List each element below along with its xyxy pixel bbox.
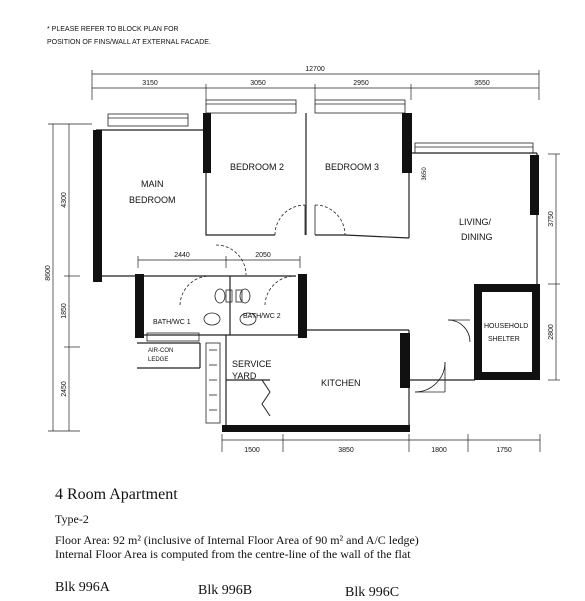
- dim-left-1: 4300: [61, 192, 68, 208]
- block-c-label: Blk 996C: [345, 585, 400, 600]
- dim-bottom-3: 1800: [431, 447, 447, 454]
- service-yard-label-1: SERVICE: [232, 359, 271, 369]
- partition-walls: [96, 113, 538, 431]
- shelter-label-1: HOUSEHOLD: [484, 323, 528, 330]
- dim-bottom-1: 1500: [244, 447, 260, 454]
- dim-bottom-4: 1750: [496, 447, 512, 454]
- apartment-title: 4 Room Apartment: [55, 486, 178, 503]
- service-yard-label-2: YARD: [232, 371, 257, 381]
- floor-area-text: Floor Area: 92 m² (inclusive of Internal…: [55, 533, 419, 547]
- note-line-1: * PLEASE REFER TO BLOCK PLAN FOR: [47, 26, 179, 33]
- main-bedroom-label-2: BEDROOM: [129, 195, 176, 205]
- fixtures: [203, 288, 257, 326]
- main-bedroom-label-1: MAIN: [141, 179, 164, 189]
- aircon-label-2: LEDGE: [148, 357, 168, 363]
- dim-right-1: 3750: [548, 211, 555, 227]
- kitchen-label: KITCHEN: [321, 378, 361, 388]
- dim-overall-width: 12700: [305, 66, 325, 73]
- windows: [107, 99, 534, 342]
- dim-top-2: 3050: [250, 80, 266, 87]
- note-line-2: POSITION OF FINS/WALL AT EXTERNAL FACADE…: [47, 39, 211, 46]
- dim-top-4: 3550: [474, 80, 490, 87]
- bath1-label: BATH/WC 1: [153, 319, 191, 326]
- dim-right-2: 2800: [548, 324, 555, 340]
- bedroom2-label: BEDROOM 2: [230, 162, 284, 172]
- doors: [179, 204, 471, 417]
- living-label-1: LIVING/: [459, 217, 492, 227]
- dim-bottom-2: 3850: [338, 447, 354, 454]
- dim-top-1: 3150: [142, 80, 158, 87]
- top-dimension-lines: [48, 70, 560, 452]
- dim-left-overall: 8600: [45, 265, 52, 281]
- dim-bath-1: 2440: [174, 252, 190, 259]
- bath2-label: BATH/WC 2: [243, 313, 281, 320]
- block-a-label: Blk 996A: [55, 580, 110, 595]
- dim-top-3: 2950: [353, 80, 369, 87]
- shelter-label-2: SHELTER: [488, 336, 520, 343]
- yard-ledge: [205, 342, 221, 424]
- structural-walls: [93, 113, 540, 432]
- dim-living-inner: 3650: [422, 167, 428, 181]
- apartment-type: Type-2: [55, 512, 89, 526]
- internal-area-note: Internal Floor Area is computed from the…: [55, 547, 411, 561]
- block-b-label: Blk 996B: [198, 583, 253, 598]
- bedroom3-label: BEDROOM 3: [325, 162, 379, 172]
- living-label-2: DINING: [461, 232, 493, 242]
- dim-left-2: 1850: [61, 303, 68, 319]
- dim-left-3: 2450: [61, 381, 68, 397]
- aircon-label-1: AIR-CON: [148, 348, 173, 354]
- dim-bath-2: 2050: [255, 252, 271, 259]
